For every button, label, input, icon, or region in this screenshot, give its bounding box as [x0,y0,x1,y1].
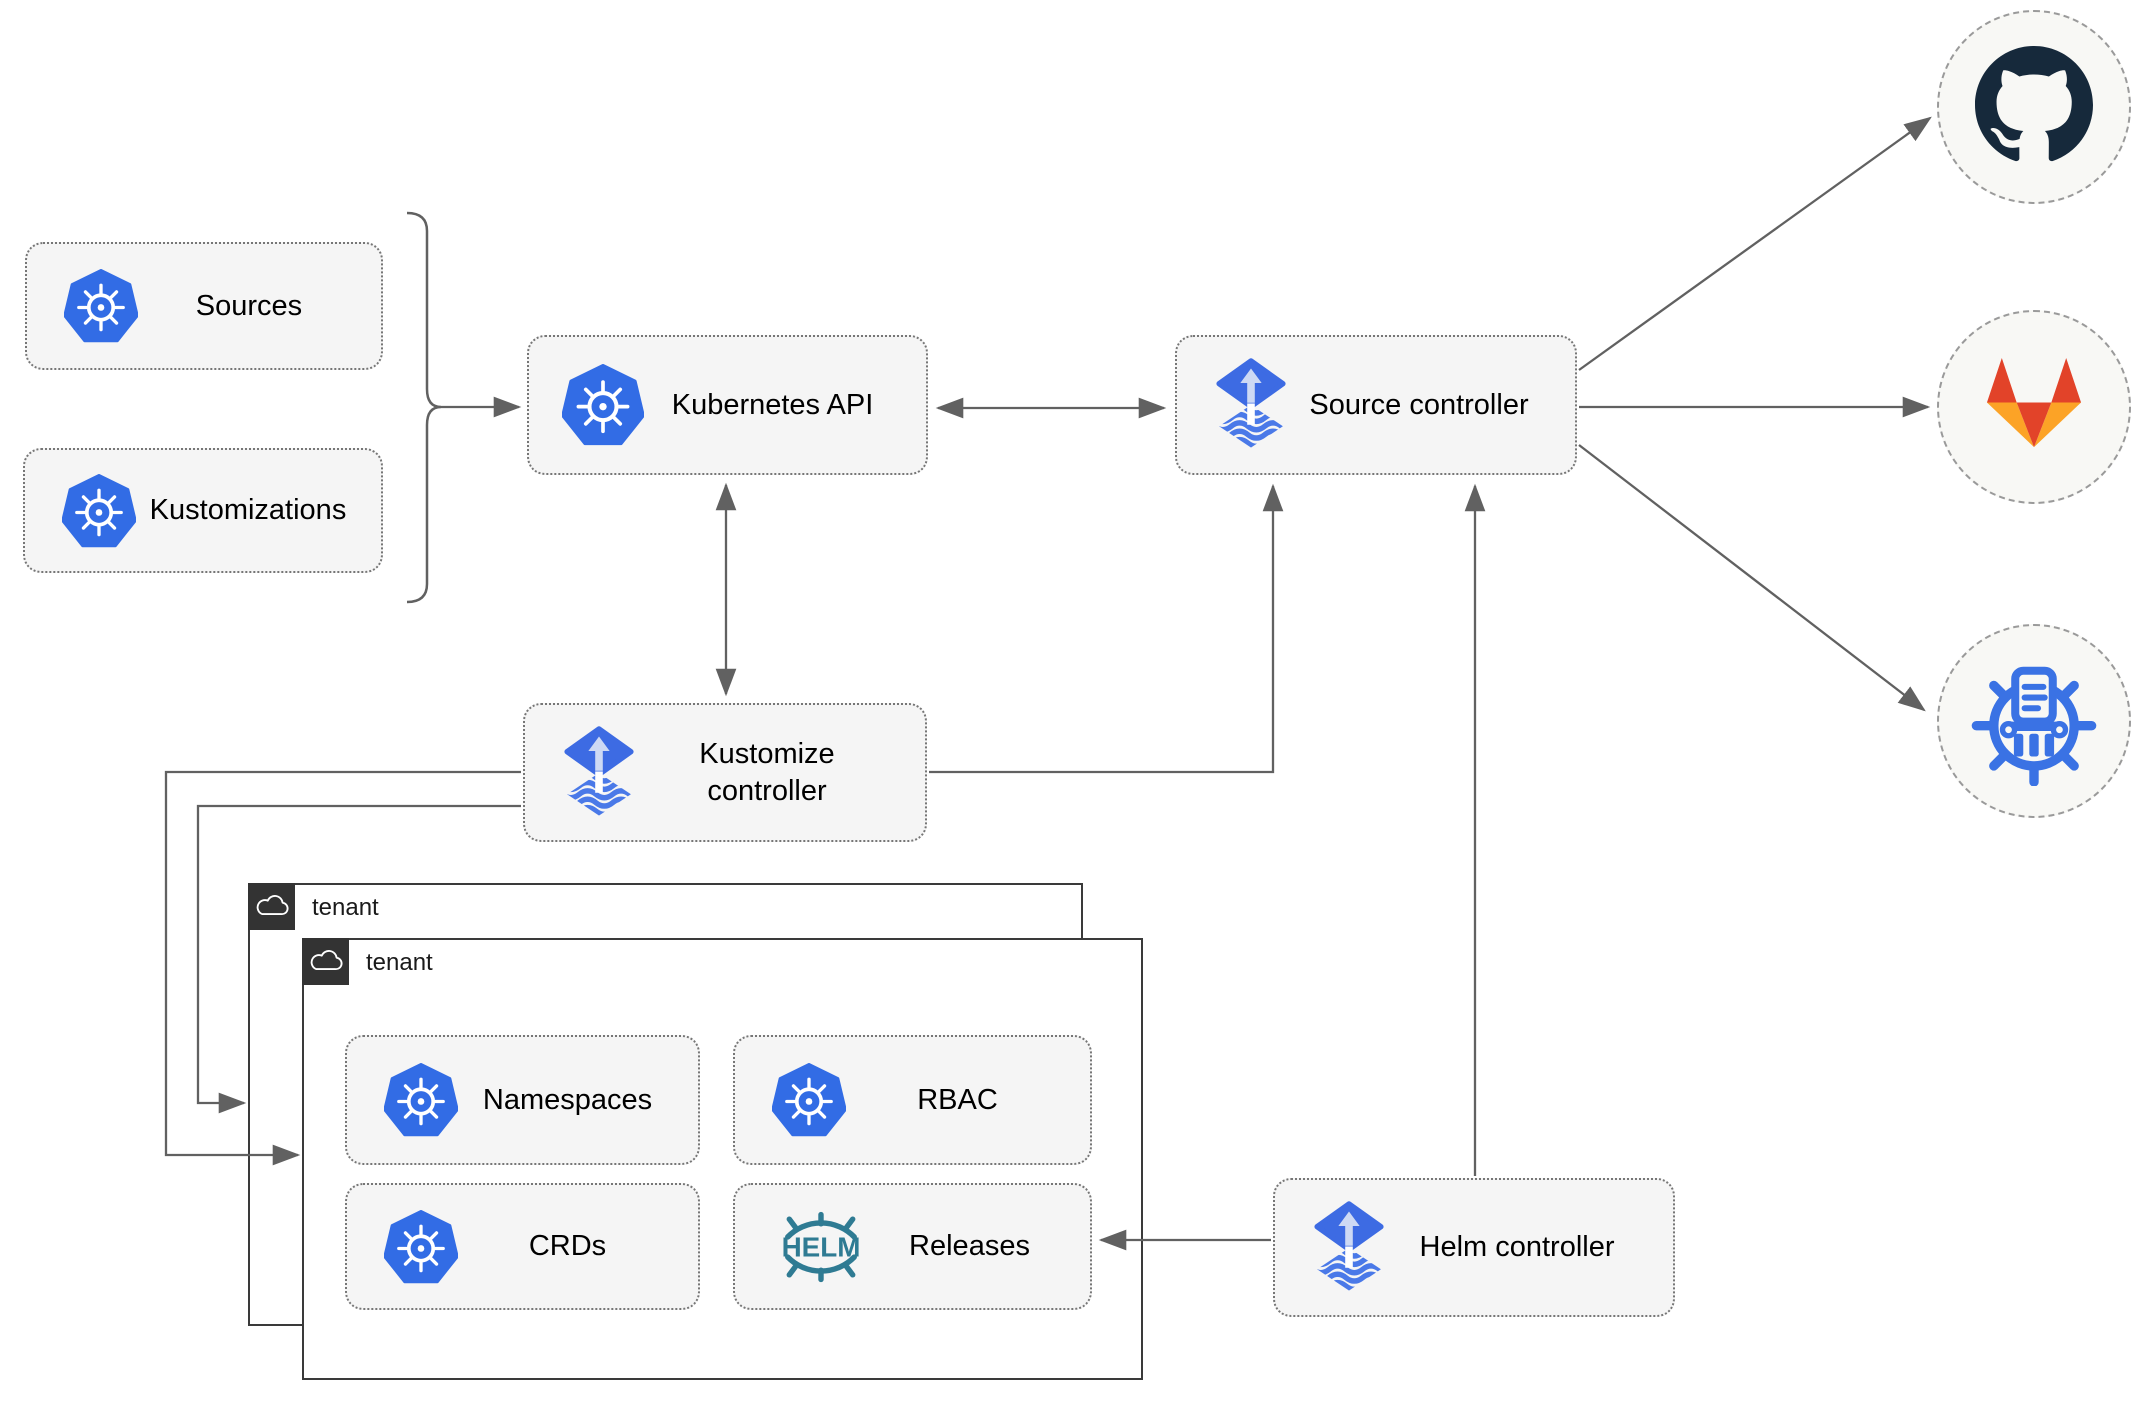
flux-icon [551,717,647,829]
node-crds-label: CRDs [528,1230,607,1263]
kubernetes-icon [373,1063,469,1137]
connector-kustomize-source [929,483,1284,774]
node-namespaces-label: Namespaces [482,1083,653,1116]
node-helm-controller: Helm controller [1273,1178,1675,1317]
chartmuseum-endpoint [1937,624,2131,818]
node-namespaces: Namespaces [345,1035,700,1165]
flux-icon [1203,349,1299,461]
github-endpoint [1937,10,2131,204]
node-kustomize-controller-label: Kustomize controller [699,738,835,807]
tenant-inner-label: tenant [366,948,433,976]
kubernetes-icon [555,364,651,446]
github-icon [1975,45,2093,169]
kubernetes-icon [373,1209,469,1284]
helm-icon-text: HELM [782,1231,861,1262]
kubernetes-icon [51,473,147,548]
gitlab-icon [1972,353,2096,462]
helm-icon: HELM [761,1206,881,1288]
flux-icon [1301,1192,1397,1304]
kubernetes-icon [761,1063,857,1137]
node-sources: Sources [25,242,383,370]
node-sources-label: Sources [195,289,303,322]
node-rbac: RBAC [733,1035,1092,1165]
brace-sources-group [406,211,442,604]
node-kustomizations-label: Kustomizations [149,494,347,527]
cloud-icon [248,883,295,930]
connector-source-chartmuseum [1578,444,1926,712]
node-kubernetes-api-label: Kubernetes API [671,388,874,421]
cloud-icon [302,938,349,985]
node-kustomizations: Kustomizations [23,448,383,573]
node-helm-controller-label: Helm controller [1419,1231,1615,1264]
node-kustomize-controller: Kustomize controller [523,703,927,842]
connector-kustomize-tenant-outer [196,804,521,1114]
node-kubernetes-api: Kubernetes API [527,335,928,475]
node-source-controller: Source controller [1175,335,1577,475]
gitlab-endpoint [1937,310,2131,504]
node-source-controller-label: Source controller [1309,388,1529,421]
node-releases: HELM Releases [733,1183,1092,1310]
chartmuseum-icon [1967,652,2101,791]
node-crds: CRDs [345,1183,700,1310]
tenant-outer-label: tenant [312,893,379,921]
connector-kustomize-tenant-inner [164,770,521,1166]
node-rbac-label: RBAC [917,1083,998,1116]
kubernetes-icon [53,269,149,343]
connector-source-github [1578,116,1932,371]
node-releases-label: Releases [909,1230,1030,1263]
